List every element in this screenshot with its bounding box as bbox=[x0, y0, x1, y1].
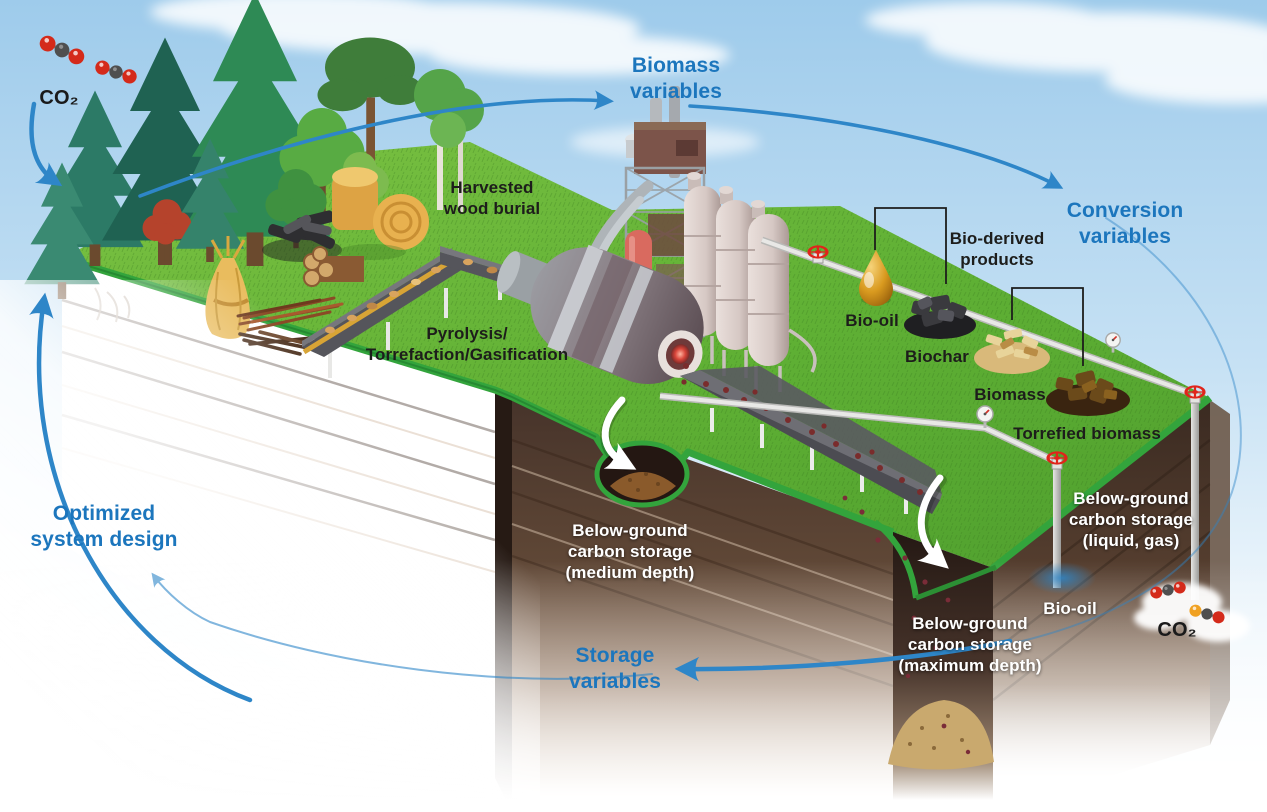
cycle-arrows bbox=[29, 90, 1242, 703]
bracket-line bbox=[1011, 287, 1084, 366]
conversion-variables-label: Conversion variables bbox=[1066, 199, 1184, 249]
bio-oil-plume bbox=[1028, 562, 1096, 594]
optimized-system-design-label: Optimized system design bbox=[30, 502, 178, 552]
bracket-line bbox=[874, 207, 947, 284]
bio-derived-products-label: Bio-derived products bbox=[949, 229, 1045, 270]
biomass-variables-arrow bbox=[138, 90, 614, 198]
bio-oil-product-label: Bio-oil bbox=[845, 311, 899, 330]
bio-oil-well-label: Bio-oil bbox=[1043, 599, 1097, 618]
below-ground-medium-label: Below-ground carbon storage (medium dept… bbox=[565, 521, 695, 583]
buried-biomass-pile-medium bbox=[610, 472, 676, 500]
buried-biomass-pile-deep bbox=[888, 700, 994, 770]
falling-pellets bbox=[842, 495, 951, 679]
cycle-thin-left bbox=[151, 572, 653, 680]
bio-oil-droplet bbox=[859, 250, 893, 306]
cycle-thin-right bbox=[1013, 217, 1242, 644]
forest bbox=[24, 0, 484, 299]
storage-variables-arrow bbox=[674, 638, 1013, 682]
silos bbox=[684, 172, 817, 392]
biomass-variables-label: Biomass variables bbox=[630, 54, 722, 104]
biochar-pile bbox=[904, 294, 976, 339]
torrefied-biomass-label: Torrefied biomass bbox=[1013, 424, 1161, 443]
bio-derived-products-group bbox=[859, 207, 1130, 416]
log-pile bbox=[303, 246, 364, 287]
burial-arrows bbox=[600, 396, 949, 569]
injection-wells bbox=[1028, 384, 1250, 642]
co2-bottom-label: CO₂ bbox=[1157, 619, 1197, 641]
below-ground-max-label: Below-ground carbon storage (maximum dep… bbox=[898, 614, 1042, 676]
product-pipes bbox=[659, 236, 1190, 465]
torrefied-biomass-pile bbox=[1046, 370, 1130, 416]
torrefied-pellets bbox=[703, 381, 923, 495]
co2-top-label: CO₂ bbox=[39, 87, 79, 109]
optimized-loop-arrow bbox=[29, 292, 253, 703]
biochar-label: Biochar bbox=[905, 347, 969, 366]
pyrolysis-chain-label: Pyrolysis/ Torrefaction/Gasification bbox=[365, 324, 569, 365]
clouds bbox=[150, 0, 1267, 157]
below-ground-liquid-gas-label: Below-ground carbon storage (liquid, gas… bbox=[1068, 489, 1194, 551]
harvested-wood-burial-label: Harvested wood burial bbox=[443, 178, 541, 219]
biomass-pile bbox=[974, 328, 1050, 374]
conversion-plant bbox=[584, 86, 817, 392]
conversion-variables-arrow bbox=[688, 104, 1064, 189]
storage-variables-label: Storage variables bbox=[569, 644, 661, 694]
co2-uptake-arrow bbox=[29, 101, 63, 187]
biomass-product-label: Biomass bbox=[974, 385, 1046, 404]
